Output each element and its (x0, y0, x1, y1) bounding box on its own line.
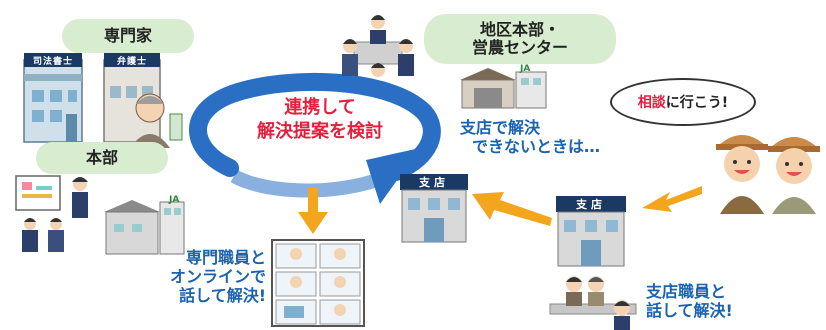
ja-mark-hq: JA (168, 195, 179, 205)
lawyer-sign: 弁護士 (104, 53, 160, 67)
staff-consultation-illustration (549, 276, 637, 330)
arrow-branch-to-branch (472, 192, 552, 226)
arrow-farmers-to-branch (642, 186, 702, 212)
center-title: 連携して 解決提案を検討 (240, 96, 400, 145)
scrivener-sign: 司法書士 (24, 53, 82, 67)
staff-line2: 話して解決! (646, 301, 733, 321)
staff-line1: 支店職員と (646, 282, 727, 301)
speech-highlight: 相談 (637, 95, 666, 111)
center-title-line2: 解決提案を検討 (257, 121, 383, 143)
expert-offices-illustration (23, 59, 183, 148)
speech-rest: に行こう! (665, 95, 729, 111)
online-line2: オンラインで (169, 267, 266, 287)
arrow-down-to-online (298, 188, 328, 234)
branch-building-left (400, 174, 468, 243)
center-title-line1: 連携して (284, 97, 356, 118)
district-office-label: 地区本部・ 営農センター (424, 14, 616, 64)
district-office-illustration: JA (460, 64, 547, 109)
cannot-solve-note: 支店で解決 できないときは… (460, 118, 600, 156)
experts-label: 専門家 (62, 19, 194, 53)
online-line1: 専門職員と (185, 248, 266, 267)
district-office-line1: 地区本部・ (479, 19, 560, 39)
branch-sign-right: 支店 (576, 198, 606, 211)
headquarters-label-text: 本部 (85, 147, 118, 167)
online-solve-note: 専門職員と オンラインで 話して解決! (152, 248, 266, 306)
ja-mark-district: JA (519, 64, 530, 74)
experts-label-text: 専門家 (103, 25, 152, 45)
headquarters-illustration: JA (15, 175, 185, 255)
branch-sign-left: 支店 (419, 176, 449, 189)
farmers-illustration (716, 135, 820, 214)
headquarters-label: 本部 (36, 142, 168, 174)
cannot-solve-line2: できないときは… (472, 137, 601, 157)
online-meeting-screen (271, 239, 365, 327)
online-line3: 話して解決! (179, 286, 266, 306)
branch-building-right (556, 196, 626, 267)
cannot-solve-line1: 支店で解決 (460, 118, 541, 137)
staff-solve-note: 支店職員と 話して解決! (646, 282, 733, 320)
district-office-line2: 営農センター (471, 38, 568, 57)
speech-bubble: 相談に行こう! (610, 78, 756, 126)
meeting-illustration (342, 15, 414, 77)
